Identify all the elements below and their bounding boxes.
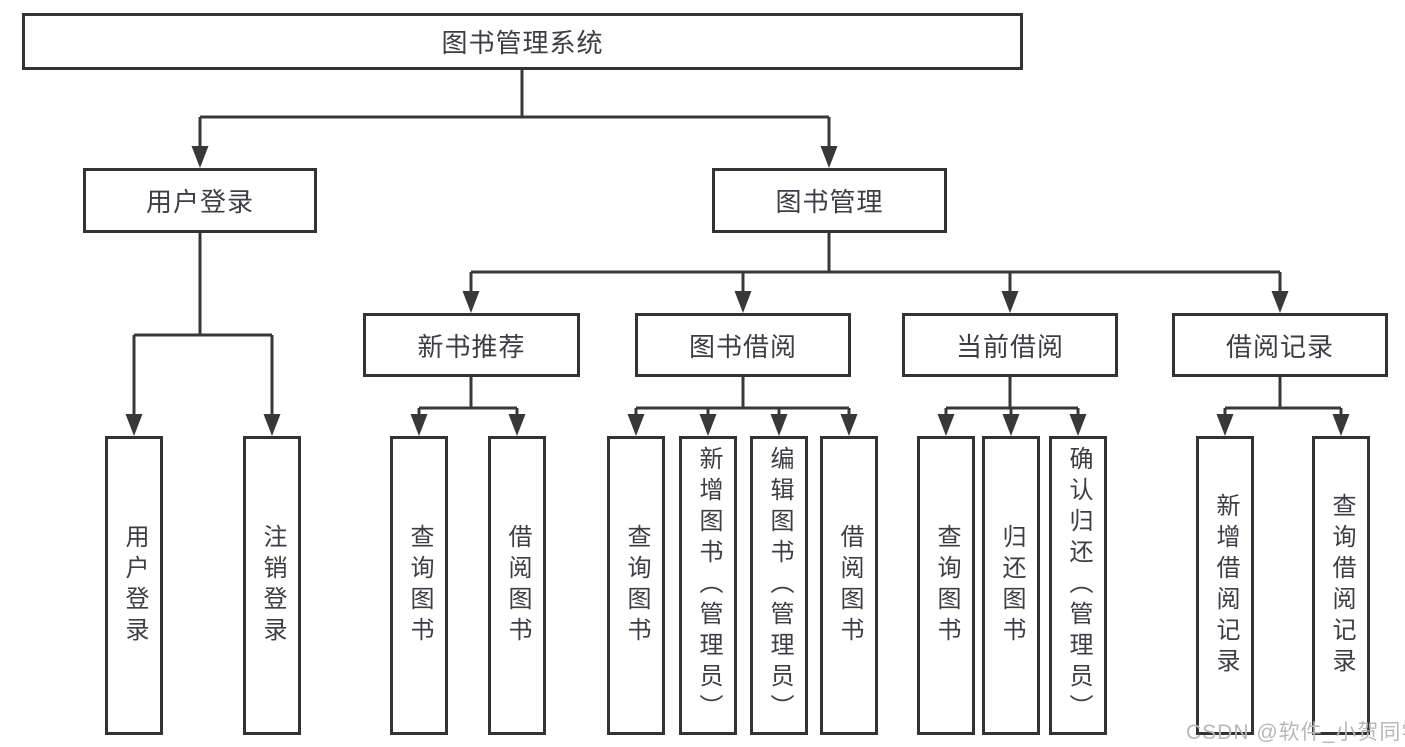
edge-current-borrow-to-leaves bbox=[944, 377, 1080, 418]
node-book-management: 图书管理 bbox=[712, 168, 947, 233]
leaf-query-books-recommend: 查询图书 bbox=[390, 436, 448, 735]
leaf-confirm-return-admin: 确认归还（管理员） bbox=[1049, 436, 1107, 735]
edge-book-borrow-to-leaves bbox=[634, 377, 851, 418]
leaf-label: 借阅图书 bbox=[836, 523, 863, 648]
node-label: 用户登录 bbox=[145, 187, 254, 217]
edge-borrow-records-to-leaves bbox=[1223, 377, 1343, 418]
node-library-management-system: 图书管理系统 bbox=[22, 13, 1023, 70]
node-label: 当前借阅 bbox=[955, 331, 1064, 362]
leaf-label: 查询图书 bbox=[623, 523, 650, 648]
node-label: 新书推荐 bbox=[417, 331, 526, 362]
leaf-query-borrow-record: 查询借阅记录 bbox=[1312, 436, 1370, 735]
node-book-borrow: 图书借阅 bbox=[635, 313, 851, 377]
node-user-login: 用户登录 bbox=[83, 168, 317, 233]
leaf-label: 查询借阅记录 bbox=[1328, 492, 1355, 679]
arrowheads bbox=[125, 146, 1350, 436]
leaf-label: 查询图书 bbox=[933, 523, 960, 648]
node-label: 图书借阅 bbox=[688, 331, 797, 362]
edge-book-management-to-level3 bbox=[469, 233, 1282, 295]
node-label: 图书管理系统 bbox=[441, 28, 604, 58]
leaf-user-login: 用户登录 bbox=[105, 436, 163, 735]
leaf-label: 查询图书 bbox=[406, 523, 433, 648]
leaf-label: 编辑图书（管理员） bbox=[766, 446, 793, 725]
leaf-return-book: 归还图书 bbox=[982, 436, 1040, 735]
leaf-label: 确认归还（管理员） bbox=[1065, 446, 1092, 725]
leaf-edit-book-admin: 编辑图书（管理员） bbox=[750, 436, 808, 735]
node-current-borrow: 当前借阅 bbox=[902, 313, 1118, 377]
edge-root-to-level2 bbox=[198, 70, 831, 150]
leaf-label: 注销登录 bbox=[259, 523, 286, 648]
leaf-borrow-books-recommend: 借阅图书 bbox=[488, 436, 546, 735]
leaf-borrow-books-borrow: 借阅图书 bbox=[820, 436, 878, 735]
leaf-label: 新增借阅记录 bbox=[1212, 492, 1239, 679]
leaf-add-book-admin: 新增图书（管理员） bbox=[679, 436, 737, 735]
leaf-query-books-current: 查询图书 bbox=[917, 436, 975, 735]
leaf-logout: 注销登录 bbox=[243, 436, 301, 735]
leaf-add-borrow-record: 新增借阅记录 bbox=[1196, 436, 1254, 735]
leaf-label: 归还图书 bbox=[998, 523, 1025, 648]
leaf-label: 新增图书（管理员） bbox=[695, 446, 722, 725]
node-label: 图书管理 bbox=[775, 187, 884, 217]
leaf-query-books-borrow: 查询图书 bbox=[607, 436, 665, 735]
edge-user-login-to-leaves bbox=[132, 233, 274, 418]
node-borrow-records: 借阅记录 bbox=[1172, 313, 1388, 377]
edge-new-book-recommend-to-leaves bbox=[417, 377, 519, 418]
node-label: 借阅记录 bbox=[1225, 331, 1334, 362]
leaf-label: 借阅图书 bbox=[504, 523, 531, 648]
csdn-watermark: CSDN @软件_小贺同学 bbox=[1186, 721, 1405, 744]
node-new-book-recommend: 新书推荐 bbox=[363, 313, 580, 377]
leaf-label: 用户登录 bbox=[121, 523, 148, 648]
